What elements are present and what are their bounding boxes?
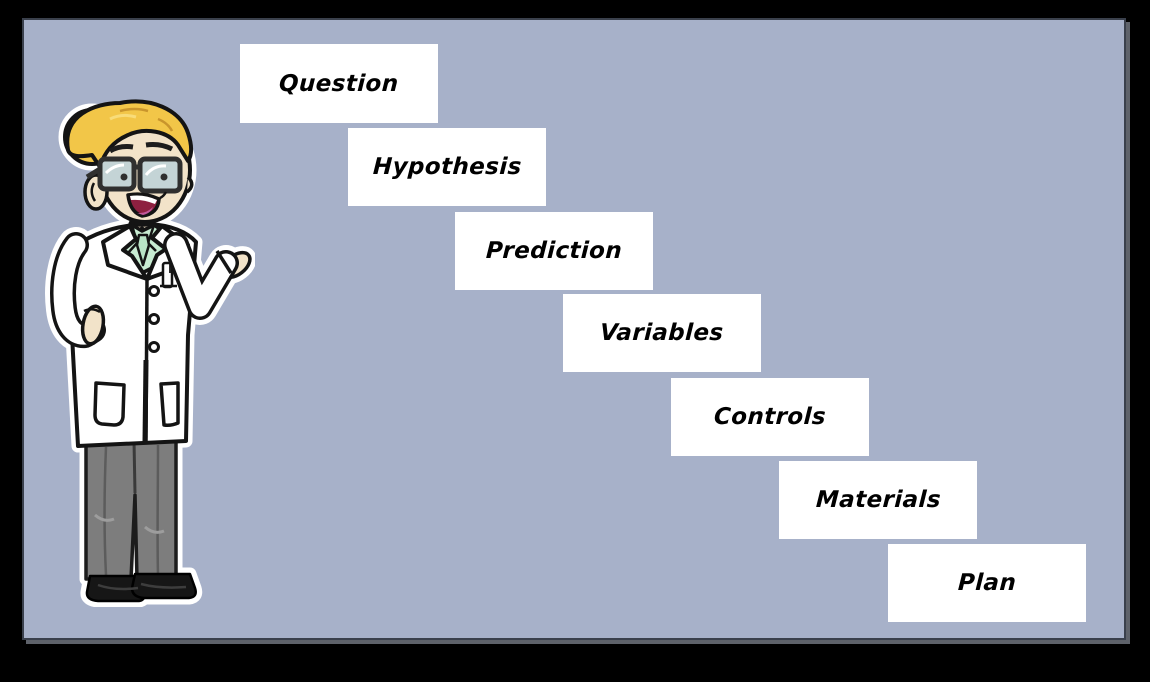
left-eyebrow [108, 144, 134, 154]
step-label: Controls [713, 404, 827, 430]
left-arm [50, 232, 106, 348]
step-label: Question [278, 70, 400, 97]
shoes [85, 572, 197, 603]
nose [185, 175, 194, 194]
right-eyebrow [145, 142, 174, 152]
mouth [126, 191, 168, 218]
step-box-controls: Controls [671, 378, 869, 456]
step-box-question: Question [240, 44, 438, 123]
step-box-hypothesis: Hypothesis [348, 128, 546, 206]
right-arm [163, 232, 252, 320]
step-label: Plan [957, 570, 1017, 596]
left-fist [80, 304, 106, 346]
step-label: Prediction [485, 238, 623, 264]
head [63, 99, 194, 224]
scientist-illustration [45, 99, 255, 607]
step-label: Hypothesis [371, 154, 523, 180]
step-label: Variables [599, 320, 725, 346]
step-box-prediction: Prediction [455, 212, 653, 290]
step-box-materials: Materials [779, 461, 977, 539]
step-box-variables: Variables [563, 294, 761, 372]
step-label: Materials [814, 487, 942, 513]
glasses [85, 156, 183, 194]
step-box-plan: Plan [888, 544, 1086, 622]
pants [84, 435, 178, 581]
